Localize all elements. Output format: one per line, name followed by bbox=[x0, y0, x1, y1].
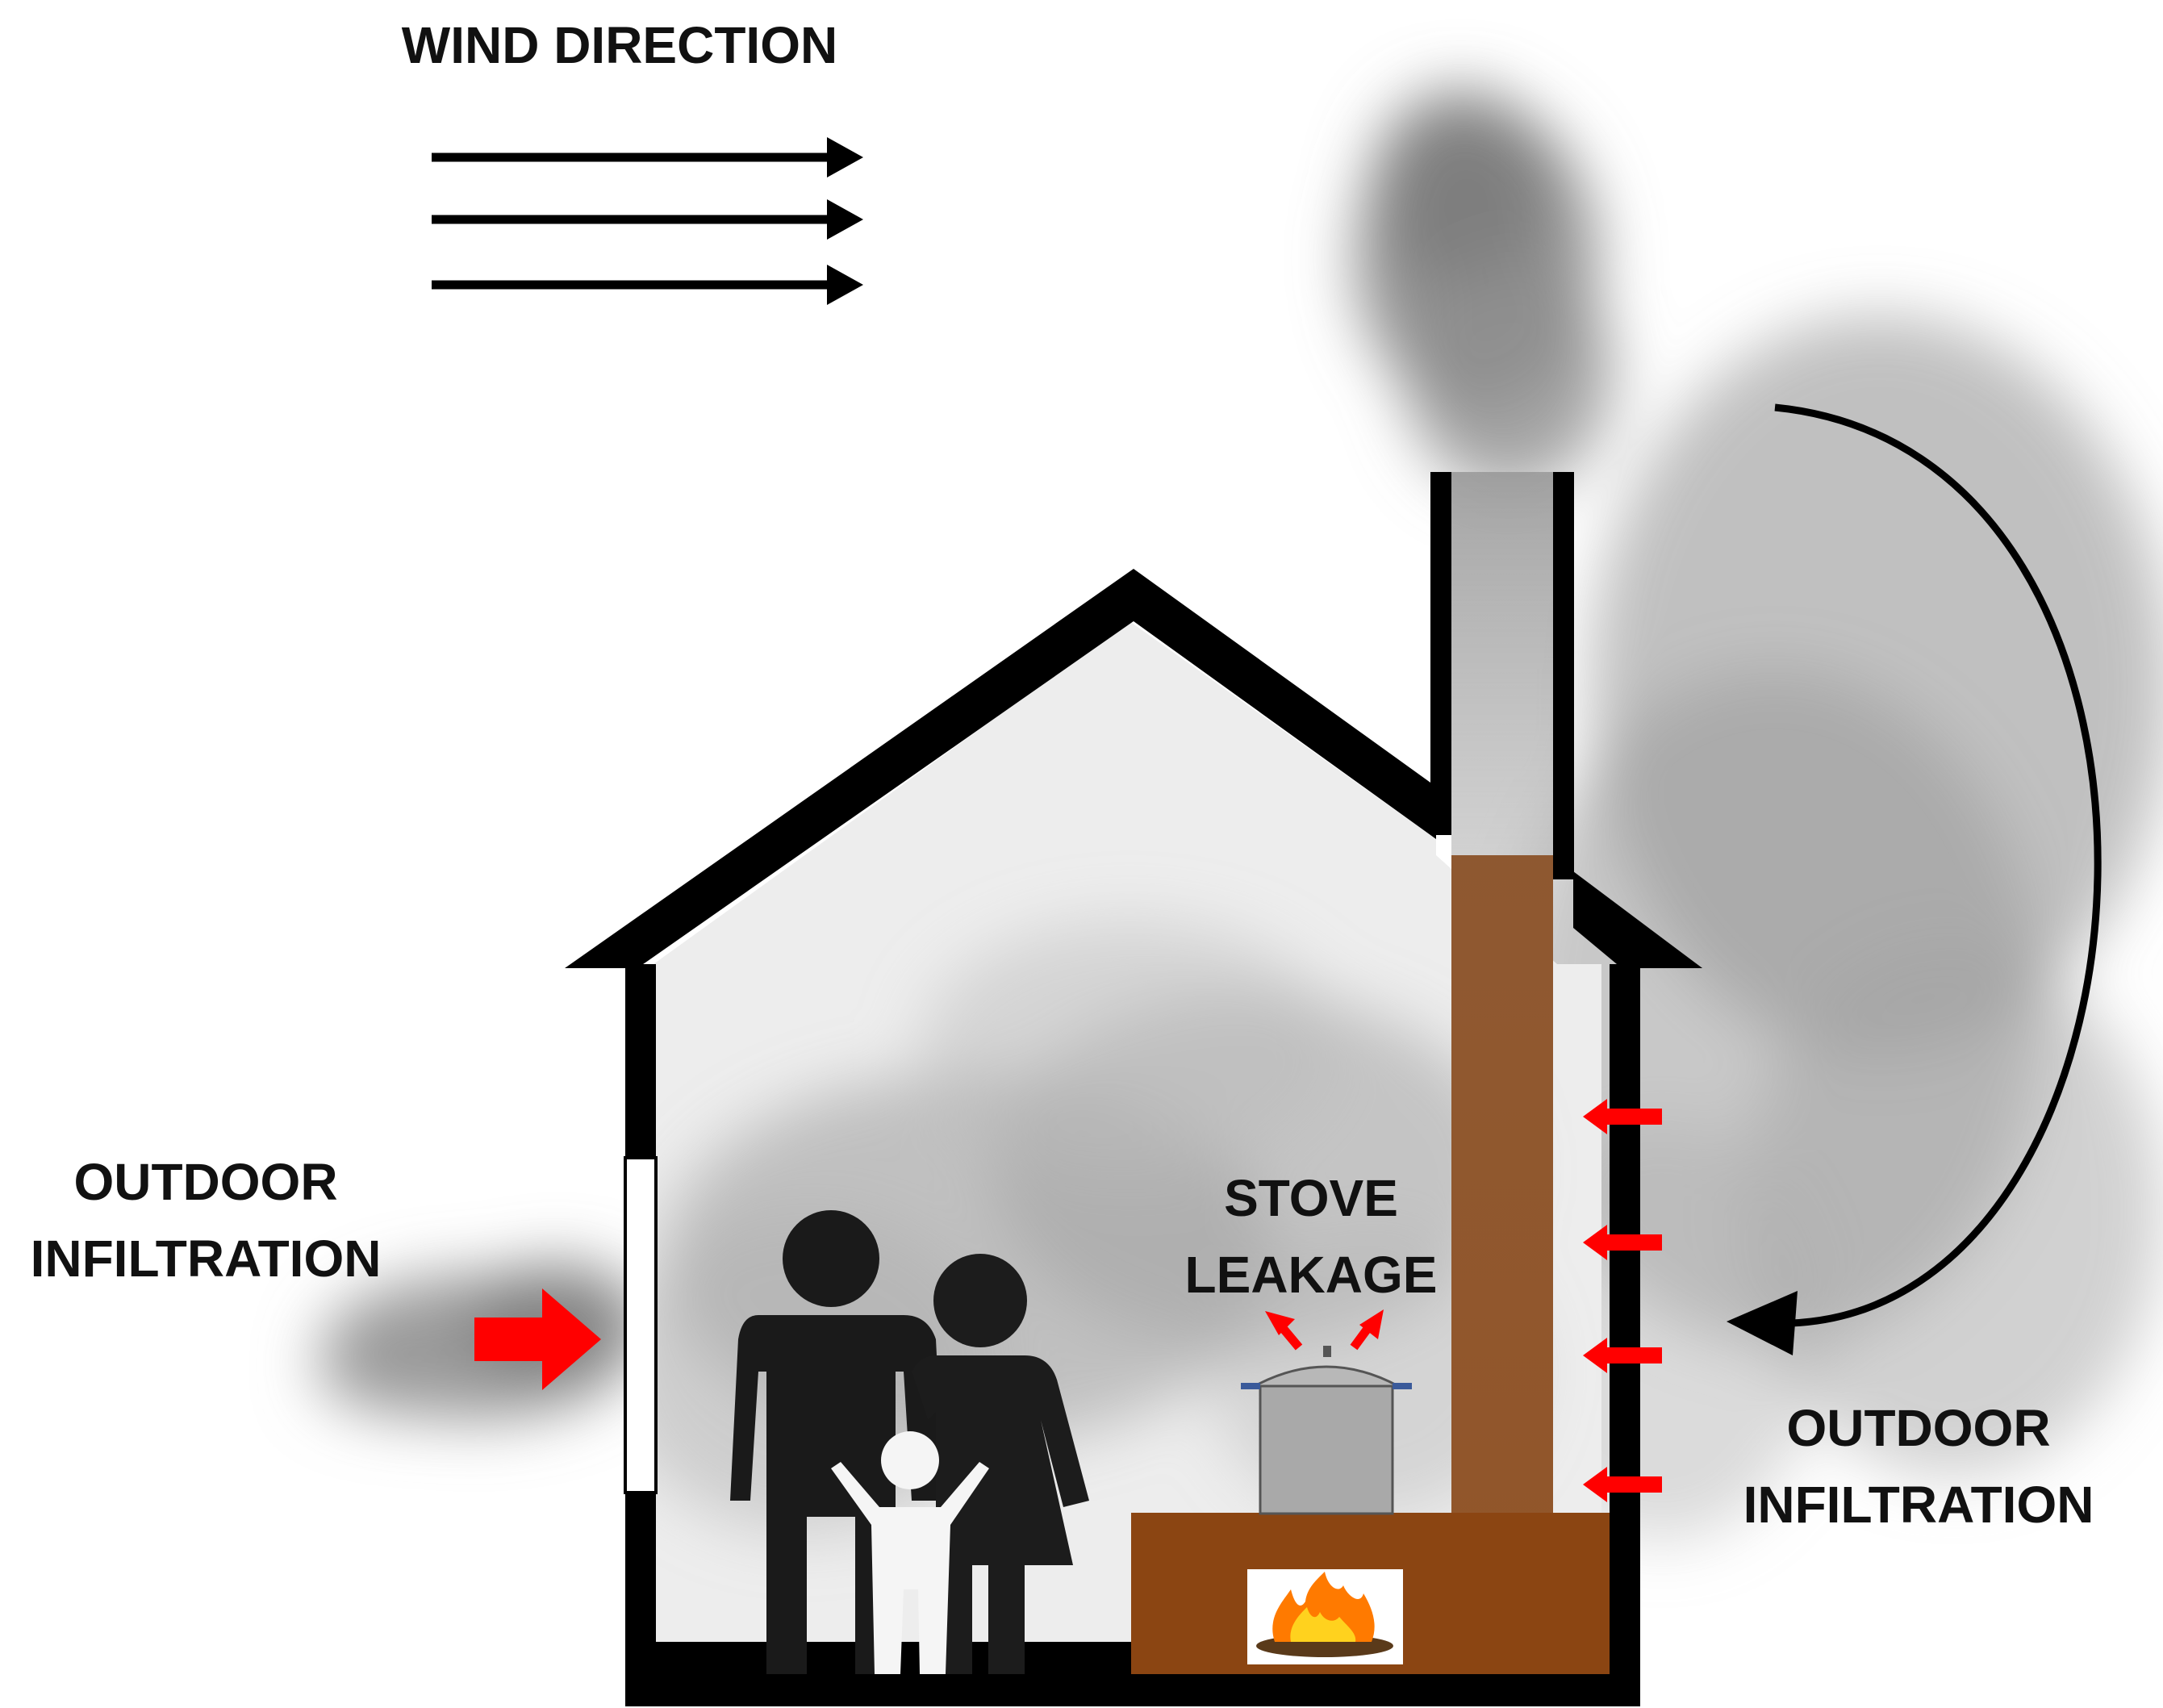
stove-leakage-label-line2: LEAKAGE bbox=[1185, 1246, 1438, 1304]
chimney bbox=[1430, 472, 1574, 879]
cookstove bbox=[1131, 855, 1610, 1674]
curved-return-arrow-icon bbox=[1727, 403, 2102, 1355]
wind-direction-group: WIND DIRECTION bbox=[402, 16, 863, 305]
outdoor-infiltration-left-group: OUTDOOR INFILTRATION bbox=[31, 1153, 601, 1390]
cooking-pot-icon bbox=[1241, 1346, 1412, 1515]
outdoor-infiltration-left-label-line1: OUTDOOR bbox=[73, 1153, 337, 1211]
fire-icon bbox=[1256, 1572, 1393, 1657]
wall-infiltration-arrows bbox=[1583, 1099, 1662, 1502]
wind-arrow-icon bbox=[432, 137, 863, 177]
stove-leakage-arrows bbox=[1265, 1309, 1384, 1351]
outdoor-infiltration-left-label-line2: INFILTRATION bbox=[31, 1230, 382, 1288]
red-arrow-icon bbox=[1583, 1338, 1662, 1373]
window-opening bbox=[624, 1156, 658, 1494]
outdoor-infiltration-right-label-line1: OUTDOOR bbox=[1786, 1399, 2050, 1457]
red-arrow-icon bbox=[1583, 1099, 1662, 1134]
red-arrow-icon bbox=[1350, 1309, 1384, 1351]
wind-arrow-icon bbox=[432, 199, 863, 240]
family-silhouette-icon bbox=[730, 1210, 1089, 1674]
stove-leakage-label-line1: STOVE bbox=[1224, 1169, 1398, 1227]
wind-arrow-icon bbox=[432, 265, 863, 305]
stove-leakage-group: STOVE LEAKAGE bbox=[1185, 1169, 1438, 1304]
red-arrow-icon bbox=[474, 1288, 601, 1390]
red-arrow-icon bbox=[1265, 1311, 1303, 1351]
outdoor-infiltration-right-group: OUTDOOR INFILTRATION bbox=[1743, 1399, 2094, 1534]
red-arrow-icon bbox=[1583, 1467, 1662, 1502]
outdoor-infiltration-right-label-line2: INFILTRATION bbox=[1743, 1476, 2094, 1534]
red-arrow-icon bbox=[1583, 1225, 1662, 1260]
wind-direction-label: WIND DIRECTION bbox=[402, 16, 837, 74]
